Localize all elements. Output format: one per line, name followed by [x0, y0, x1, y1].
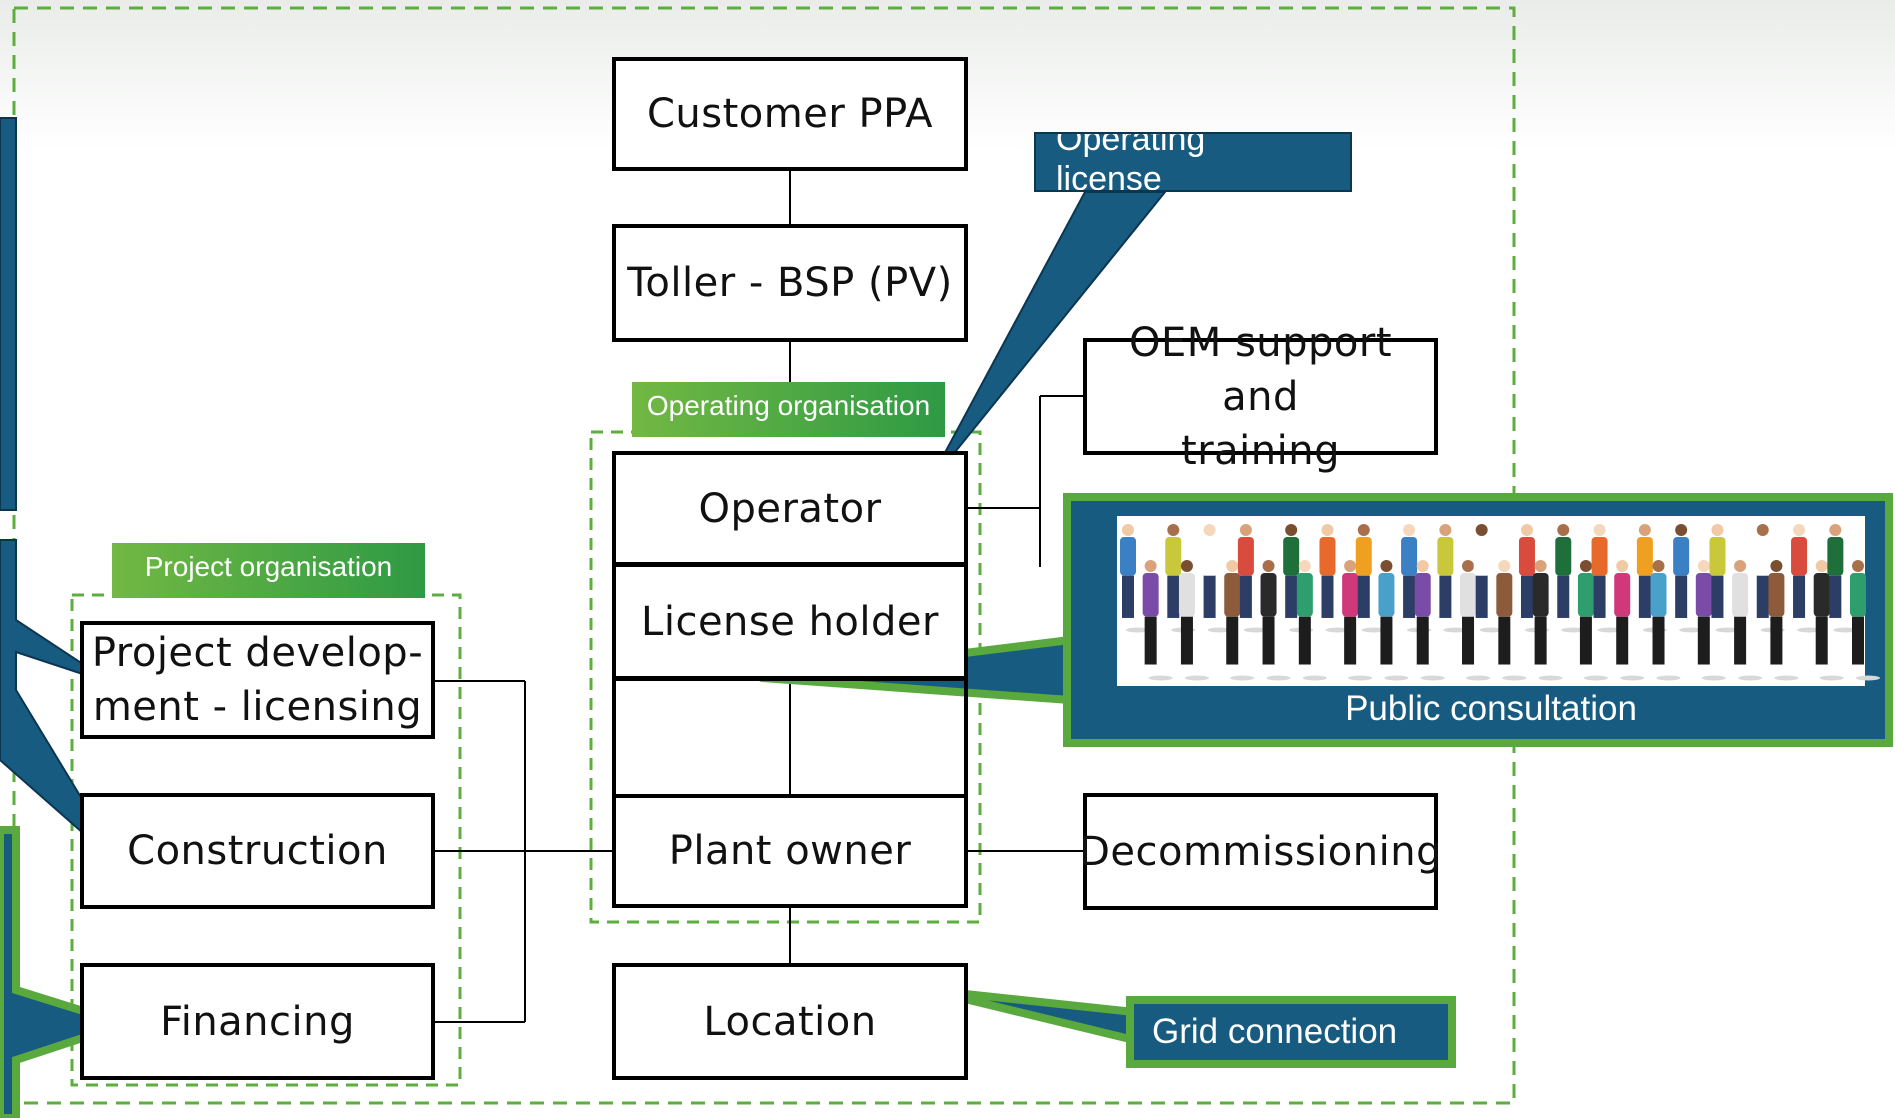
license-holder-label: License holder: [641, 598, 939, 645]
project-development-box: Project develop- ment - licensing: [80, 621, 435, 739]
person-figure: [1237, 524, 1268, 633]
left-blue-callout-pointer: [0, 539, 126, 871]
toller-box: Toller - BSP (PV): [612, 224, 968, 342]
location-box: Location: [612, 963, 968, 1080]
operating-license-pointer: [925, 191, 1168, 489]
oem-support-label-line2: training: [1181, 427, 1340, 474]
grid-connection-label: Grid connection: [1152, 1012, 1398, 1051]
person-figure: [1732, 560, 1763, 681]
oem-support-label-line1: OEM support and: [1128, 319, 1393, 420]
project-org-tag: Project organisation: [112, 543, 425, 598]
person-figure: [1768, 560, 1799, 681]
people-photo: [1117, 516, 1880, 686]
plant-owner-box: Plant owner: [612, 794, 968, 908]
project-org-frame: [70, 593, 462, 1087]
toller-label: Toller - BSP (PV): [627, 260, 953, 306]
location-label: Location: [703, 998, 877, 1045]
public-consultation-label: Public consultation: [1345, 689, 1637, 728]
person-figure: [1296, 560, 1327, 681]
person-figure: [1378, 560, 1409, 681]
person-figure: [1591, 524, 1622, 633]
construction-box: Construction: [80, 793, 435, 909]
person-figure: [1319, 524, 1350, 633]
financing-label: Financing: [160, 998, 355, 1045]
grid-connection-callout: [1126, 996, 1456, 1068]
person-figure: [1496, 560, 1527, 681]
person-figure: [1120, 524, 1150, 633]
person-figure: [1827, 524, 1858, 633]
operating-license-callout: Operating license: [1034, 132, 1352, 192]
left-green-callout: [0, 826, 139, 1118]
operating-license-label: Operating license: [1056, 132, 1206, 192]
customer-ppa-label: Customer PPA: [646, 91, 934, 137]
empty-box: [612, 677, 968, 798]
connector-lines: [433, 170, 1086, 1023]
person-figure: [1460, 560, 1491, 681]
person-figure: [1850, 560, 1880, 681]
operator-label: Operator: [698, 485, 882, 532]
person-figure: [1414, 560, 1445, 681]
person-figure: [1142, 560, 1173, 681]
person-figure: [1673, 524, 1704, 633]
plant-owner-label: Plant owner: [668, 828, 912, 874]
construction-label: Construction: [127, 828, 388, 874]
person-figure: [1260, 560, 1291, 681]
person-figure: [1532, 560, 1563, 681]
decommissioning-label: Decommissioning: [1079, 828, 1442, 875]
operator-box: Operator: [612, 451, 968, 566]
person-figure: [1577, 560, 1608, 681]
person-figure: [1813, 560, 1844, 681]
person-figure: [1695, 560, 1726, 681]
left-blue-callout-top: [0, 117, 17, 511]
person-figure: [1518, 524, 1549, 633]
person-figure: [1791, 524, 1822, 633]
person-figure: [1555, 524, 1586, 633]
project-development-label-line1: Project develop-: [91, 630, 424, 676]
license-holder-box: License holder: [612, 563, 968, 680]
project-development-label-line2: ment - licensing: [92, 684, 423, 730]
financing-box: Financing: [80, 963, 435, 1080]
person-figure: [1614, 560, 1645, 681]
oem-support-box: OEM support and training: [1083, 320, 1438, 474]
person-figure: [1224, 560, 1255, 681]
operating-org-tag: Operating organisation: [632, 382, 945, 437]
person-figure: [1650, 560, 1681, 681]
person-figure: [1342, 560, 1373, 681]
person-figure: [1201, 524, 1232, 633]
person-figure: [1355, 524, 1386, 633]
decommissioning-box: Decommissioning: [1079, 793, 1441, 910]
person-figure: [1283, 524, 1314, 633]
person-figure: [1473, 524, 1504, 633]
person-figure: [1709, 524, 1740, 633]
person-figure: [1178, 560, 1209, 681]
person-figure: [1437, 524, 1468, 633]
customer-ppa-box: Customer PPA: [612, 57, 968, 171]
